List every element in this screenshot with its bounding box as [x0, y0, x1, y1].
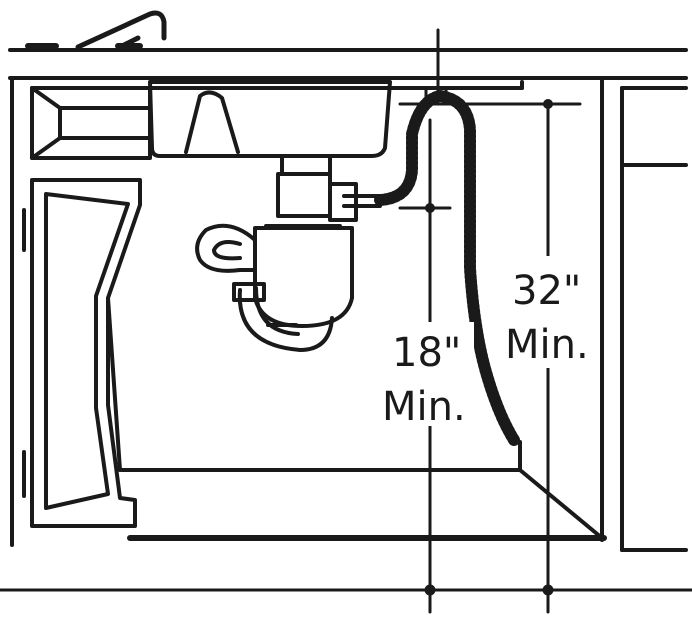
cabinet-frame — [10, 76, 607, 547]
dim-18-label-bg — [384, 322, 474, 426]
dim-32-unit: Min. — [505, 322, 589, 368]
dim-32-value: 32" — [512, 268, 581, 314]
dim-18-value: 18" — [392, 330, 461, 376]
garbage-disposal — [253, 154, 382, 328]
sink-basin — [148, 80, 392, 158]
dim-18-unit: Min. — [382, 384, 466, 430]
p-trap — [232, 282, 334, 352]
drain-hose — [374, 86, 520, 446]
cabinet-back-wall — [106, 296, 604, 540]
adjacent-cabinet — [140, 80, 688, 552]
dim-32-label-bg — [508, 256, 600, 368]
sink-faucet-icon — [75, 10, 167, 50]
cabinet-door — [22, 86, 152, 528]
disposal-inlet-loop — [195, 223, 257, 273]
countertop — [8, 43, 688, 80]
